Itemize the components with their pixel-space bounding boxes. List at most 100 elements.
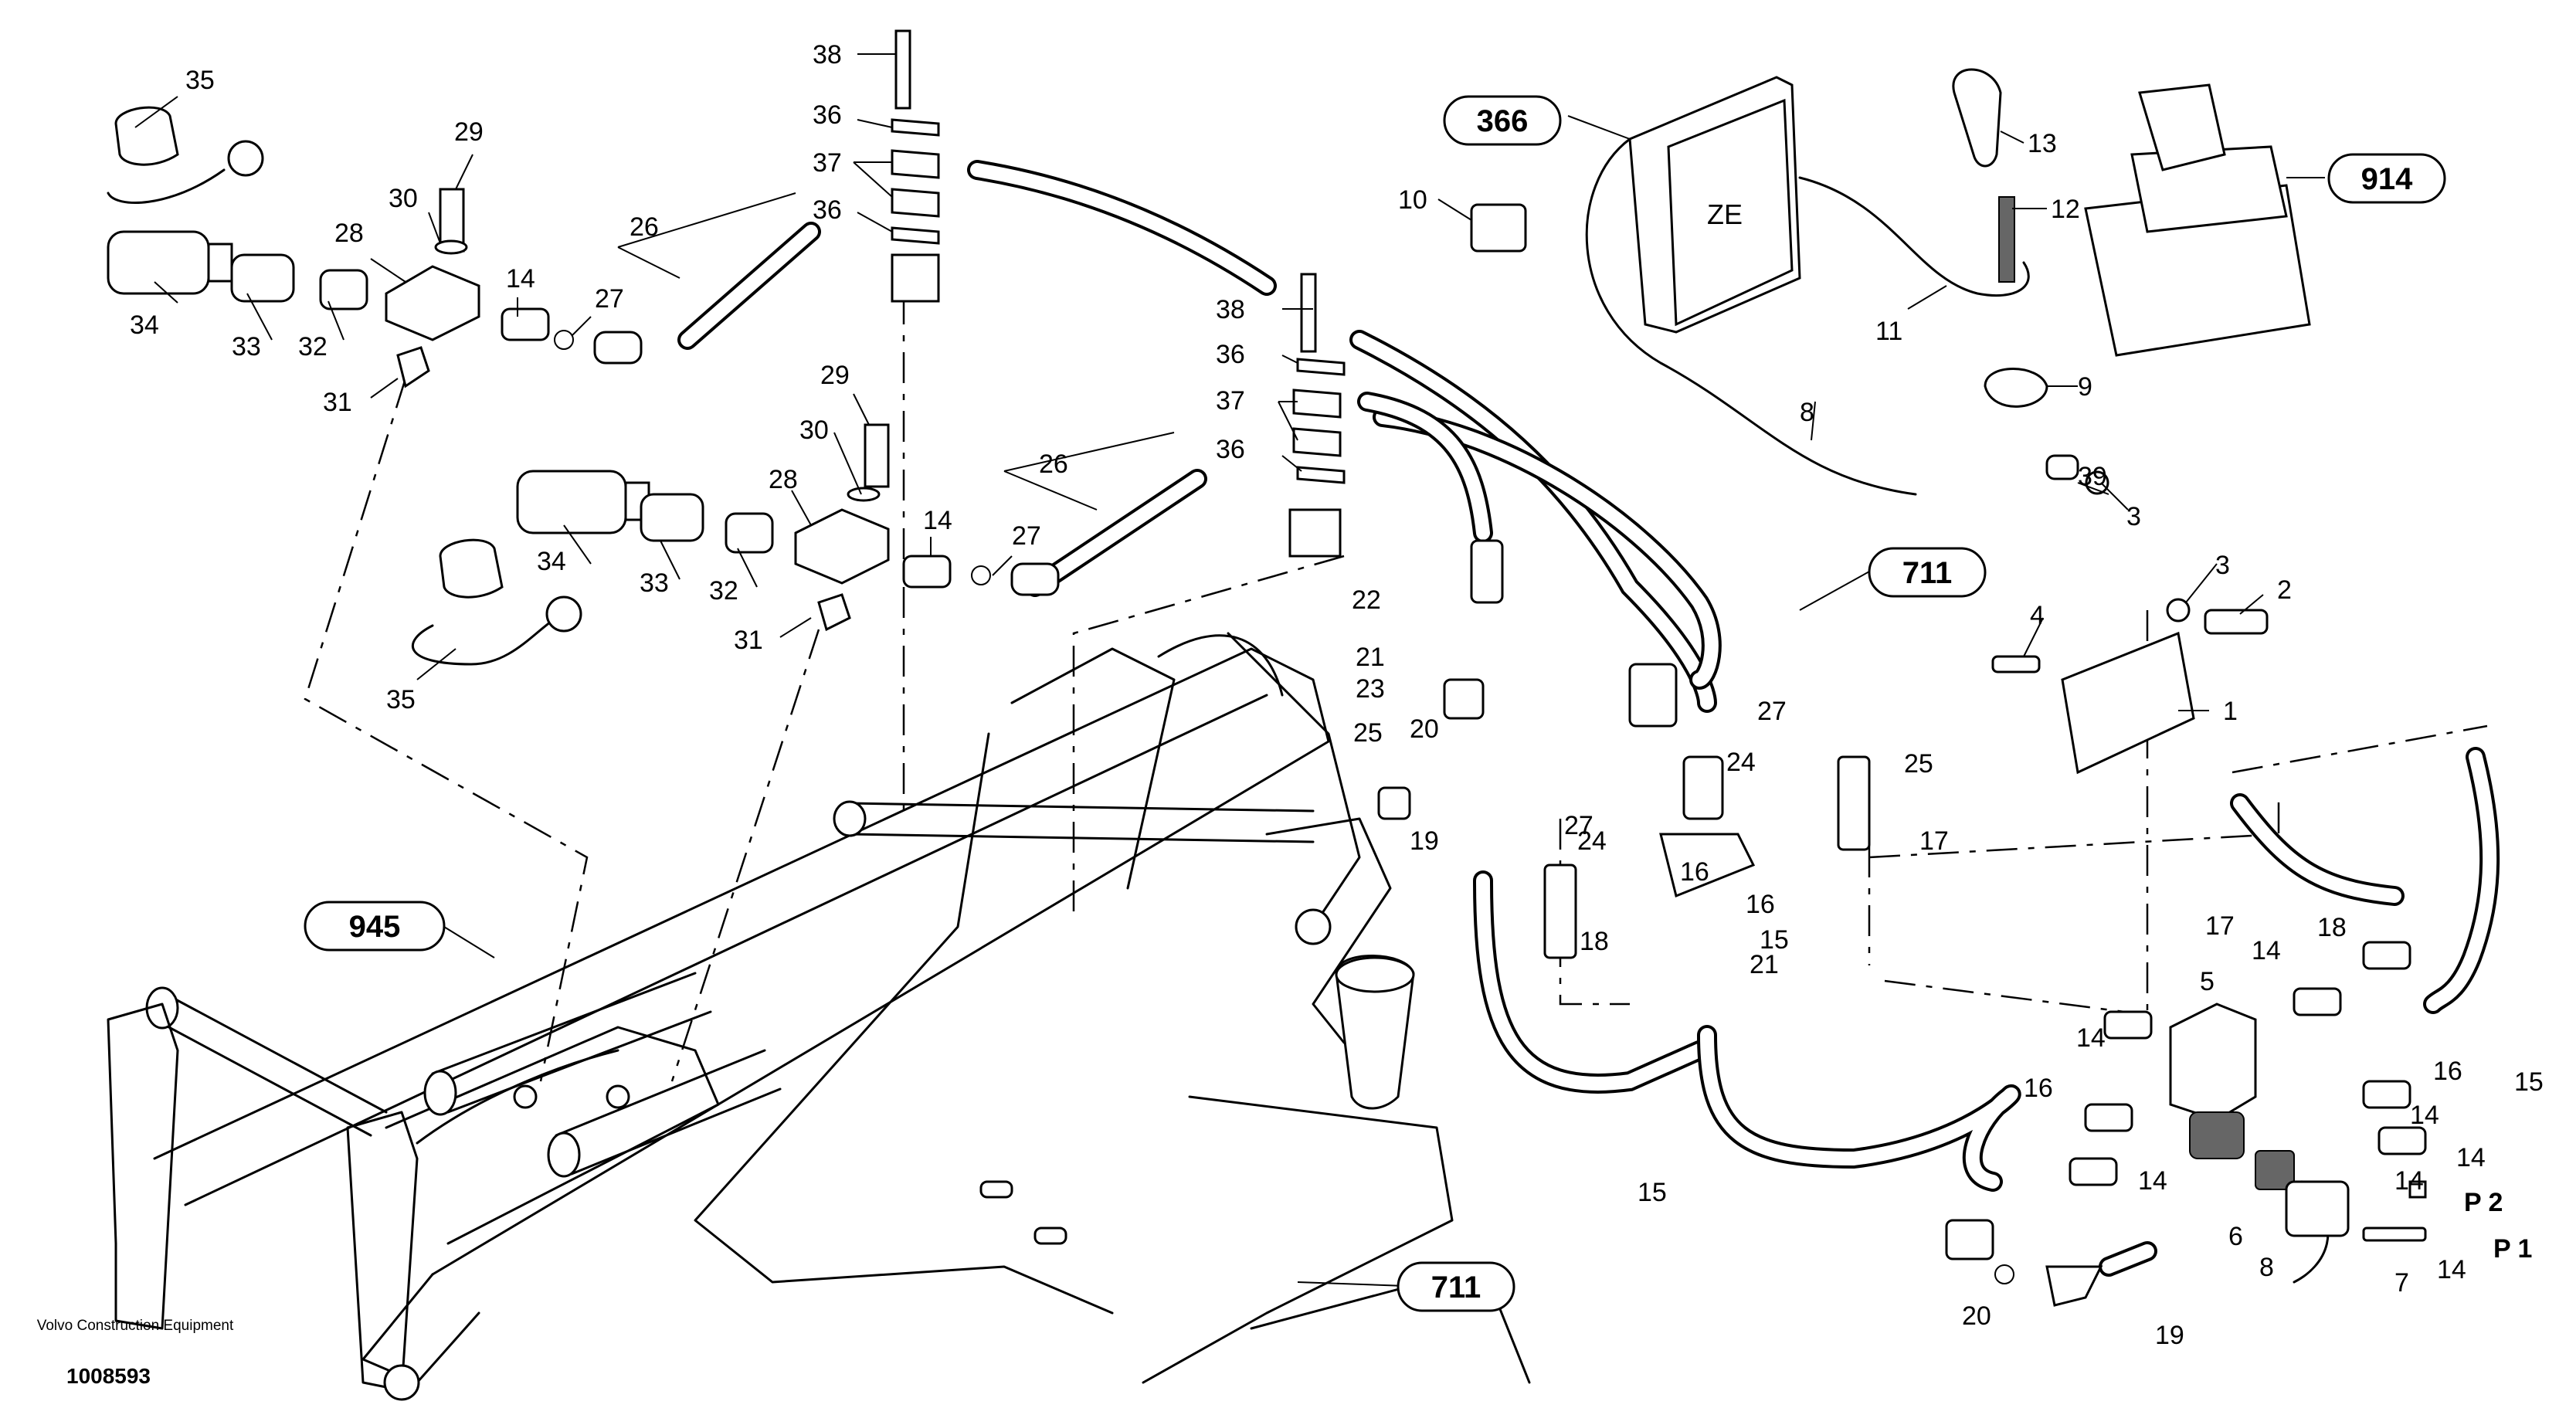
callout: 38: [1216, 295, 1245, 324]
callout: 16: [2024, 1074, 2053, 1103]
gasket-6: [2255, 1150, 2295, 1190]
callout: 20: [1962, 1301, 1991, 1331]
callout: 27: [1757, 697, 1787, 726]
callout: 32: [709, 576, 738, 606]
callout: 19: [2155, 1321, 2184, 1350]
port-label-p1: P 1: [2493, 1234, 2532, 1264]
callout: 14: [2138, 1166, 2167, 1196]
relay-10: [1470, 203, 1527, 253]
callout: 24: [1577, 826, 1607, 856]
callout: 4: [2030, 601, 2045, 630]
callout: 14: [2456, 1143, 2486, 1172]
block-28-lower: [794, 508, 890, 585]
coupler-34-upper: [107, 230, 233, 295]
callout: 15: [1638, 1178, 1667, 1207]
hose-end-26-lower: [1010, 562, 1060, 596]
callout: 31: [323, 388, 352, 417]
svg-text:711: 711: [1902, 556, 1953, 590]
coupler-34-lower: [516, 470, 650, 534]
callout: 38: [813, 40, 842, 70]
callout: 16: [2433, 1057, 2462, 1086]
svg-text:945: 945: [349, 910, 401, 944]
callout: 27: [1564, 811, 1593, 840]
callout: 31: [734, 626, 763, 655]
washer-30-lower: [847, 487, 881, 502]
callout: 21: [1750, 950, 1779, 979]
fitting-14-lower: [902, 555, 952, 589]
callout: 3: [2215, 551, 2230, 580]
callout: 26: [1039, 450, 1068, 479]
callout: 14: [2437, 1255, 2466, 1284]
callout: 25: [1353, 718, 1383, 748]
callout: 36: [1216, 340, 1245, 369]
callout: 10: [1398, 185, 1427, 215]
control-unit-ze: ZE: [1628, 76, 1801, 334]
callout: 16: [1746, 890, 1775, 919]
clamp-stack-upper: [891, 29, 940, 303]
dust-cap-35-upper: [114, 106, 264, 177]
joystick-914: [2084, 83, 2311, 357]
fitting-33-upper: [230, 253, 295, 303]
port-label-p2: P 2: [2464, 1188, 2503, 1217]
valve-5: [2169, 1003, 2257, 1159]
fitting-32-lower: [725, 512, 774, 554]
callout: 36: [813, 100, 842, 130]
callout: 36: [813, 195, 842, 225]
callout: 27: [595, 284, 624, 314]
callout: 33: [640, 568, 669, 598]
cables: [107, 137, 2330, 1284]
fitting-32-upper: [319, 269, 368, 310]
callout: 33: [232, 332, 261, 361]
callout: 24: [1726, 748, 1756, 777]
reference-boxes: 366 914 711 945 711: [304, 95, 2446, 1312]
callout: 3: [2126, 502, 2141, 531]
ref-box-711-lower: 711: [1397, 1261, 1515, 1312]
callout: 39: [2078, 462, 2107, 491]
fitting-14-upper: [501, 307, 550, 341]
callout: 29: [820, 361, 850, 390]
callout: 26: [630, 212, 659, 242]
callout: 14: [2410, 1101, 2439, 1130]
fittings-right: [1377, 454, 2427, 1307]
callout: 5: [2200, 967, 2215, 996]
clamp-stack-lower: [1288, 273, 1346, 558]
callout: 35: [386, 685, 416, 714]
callout: 30: [389, 184, 418, 213]
callout: 27: [1012, 521, 1041, 551]
callout: 37: [1216, 386, 1245, 416]
svg-text:711: 711: [1431, 1271, 1481, 1305]
callout: 32: [298, 332, 328, 361]
bolt-7: [2362, 1226, 2427, 1242]
leader-lines: [304, 293, 2488, 1082]
callout: 17: [1919, 826, 1949, 856]
washer-30-upper: [434, 239, 468, 255]
callout: 16: [1680, 857, 1709, 887]
callout: 28: [769, 465, 798, 494]
callout: 14: [2394, 1166, 2424, 1196]
block-28-upper: [385, 265, 480, 341]
coupling-assembly-lower: [439, 423, 1060, 633]
callout: 19: [1410, 826, 1439, 856]
nut-31-upper: [396, 346, 430, 388]
callout: 34: [130, 310, 159, 340]
nut-31-lower: [817, 593, 851, 632]
connector-8: [2285, 1180, 2350, 1237]
svg-text:914: 914: [2361, 162, 2413, 196]
brand-label: Volvo Construction Equipment: [36, 1318, 234, 1334]
document-number: 1008593: [66, 1364, 151, 1388]
callout: 36: [1216, 435, 1245, 464]
gear-lever-13: [1952, 68, 2015, 283]
callout: 25: [1904, 749, 1933, 779]
loader-frame: [107, 632, 1531, 1401]
callout-lines: [134, 53, 2325, 1287]
callout: 34: [537, 547, 566, 576]
callout-numbers: 38 36 37 36 35 29 30 28 26 14 27 34 33 3…: [130, 40, 2544, 1350]
callout: 9: [2078, 372, 2092, 402]
callout: 11: [1875, 317, 1902, 346]
seal-27-lower: [971, 565, 991, 585]
callout: 14: [506, 264, 535, 293]
callout: 2: [2277, 575, 2292, 605]
hoses: [677, 160, 2500, 1277]
dust-cap-35-lower: [439, 538, 582, 633]
